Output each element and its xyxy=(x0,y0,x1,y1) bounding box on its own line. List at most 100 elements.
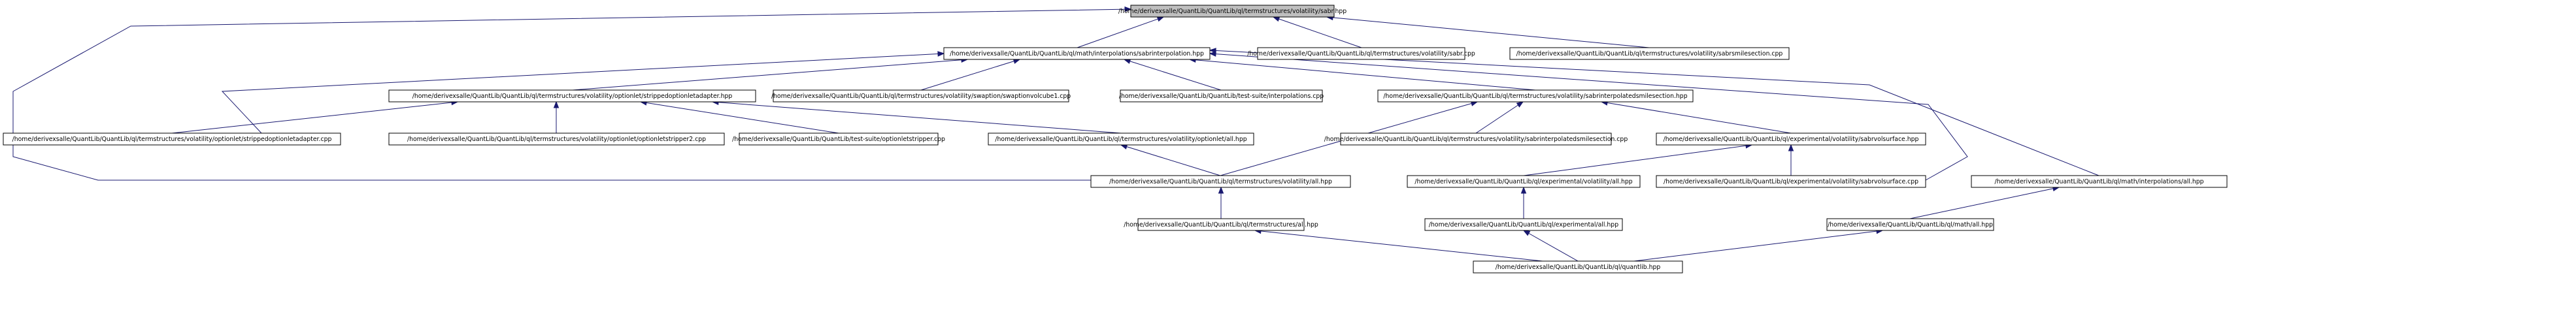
edge-n9-to-n4 xyxy=(553,101,560,133)
node-label: /home/derivexsalle/QuantLib/QuantLib/ql/… xyxy=(1324,136,1628,143)
edge-line xyxy=(1254,230,1543,262)
edge-n18-to-n14 xyxy=(1218,186,1224,219)
edge-n15-to-n13 xyxy=(1523,143,1753,176)
edge-line xyxy=(1523,230,1579,262)
node-label: /home/derivexsalle/QuantLib/QuantLib/ql/… xyxy=(1828,221,1993,228)
node-box[interactable] xyxy=(1130,5,1335,18)
arrowhead-icon xyxy=(1124,6,1132,12)
edge-n21-to-n19 xyxy=(1522,230,1579,262)
node-label: /home/derivexsalle/QuantLib/QuantLib/ql/… xyxy=(1496,264,1661,271)
node-box[interactable] xyxy=(1656,175,1926,188)
edge-n19-to-n15 xyxy=(1520,186,1527,219)
edge-n10-to-n4 xyxy=(639,100,839,134)
edge-line xyxy=(221,53,945,134)
node-box[interactable] xyxy=(388,133,725,146)
node-box[interactable] xyxy=(1424,218,1623,231)
node-label: /home/derivexsalle/QuantLib/QuantLib/ql/… xyxy=(771,93,1071,100)
edge-line xyxy=(920,59,1020,91)
edge-n13-to-n7 xyxy=(1600,100,1792,134)
node-box[interactable] xyxy=(739,133,939,146)
node-box[interactable] xyxy=(943,47,1211,60)
node-box[interactable] xyxy=(1377,89,1694,102)
arrowhead-icon xyxy=(1218,186,1224,194)
edge-line xyxy=(1273,16,1362,48)
node-ql-experimental-volatility-all-hpp[interactable]: /home/derivexsalle/QuantLib/QuantLib/ql/… xyxy=(1407,175,1641,188)
node-box[interactable] xyxy=(1826,218,1994,231)
node-ql-math-interpolations-all-hpp[interactable]: /home/derivexsalle/QuantLib/QuantLib/ql/… xyxy=(1971,175,2228,188)
node-label: /home/derivexsalle/QuantLib/QuantLib/ql/… xyxy=(1383,93,1687,100)
node-box[interactable] xyxy=(1137,218,1305,231)
edge-line xyxy=(12,8,1131,181)
arrowhead-icon xyxy=(1516,101,1524,108)
arrowhead-icon xyxy=(1209,48,1216,54)
node-box[interactable] xyxy=(1257,47,1465,60)
node-ql-termstructures-volatility-sabr-cpp[interactable]: /home/derivexsalle/QuantLib/QuantLib/ql/… xyxy=(1247,47,1475,60)
node-box[interactable] xyxy=(1340,133,1612,146)
arrowhead-icon xyxy=(553,101,560,108)
edge-n1-to-n0 xyxy=(1077,16,1165,48)
node-ql-experimental-all-hpp[interactable]: /home/derivexsalle/QuantLib/QuantLib/ql/… xyxy=(1424,218,1623,231)
edge-n6-to-n1 xyxy=(1123,58,1222,91)
edge-line xyxy=(1909,187,2060,219)
node-ql-termstructures-volatility-all-hpp[interactable]: /home/derivexsalle/QuantLib/QuantLib/ql/… xyxy=(1090,175,1351,188)
node-ql-termstructures-volatility-sabrsmilesection-cpp[interactable]: /home/derivexsalle/QuantLib/QuantLib/ql/… xyxy=(1509,47,1790,60)
node-ql-termstructures-volatility-sabrinterpolatedsmilesection-cpp[interactable]: /home/derivexsalle/QuantLib/QuantLib/ql/… xyxy=(1324,133,1628,146)
node-box[interactable] xyxy=(773,89,1069,102)
node-label: /home/derivexsalle/QuantLib/QuantLib/ql/… xyxy=(1664,136,1919,143)
edge-n21-to-n18 xyxy=(1254,228,1543,262)
node-ql-termstructures-volatility-swaption-swaptionvolcube1-cpp[interactable]: /home/derivexsalle/QuantLib/QuantLib/ql/… xyxy=(771,89,1071,102)
node-ql-math-all-hpp[interactable]: /home/derivexsalle/QuantLib/QuantLib/ql/… xyxy=(1826,218,1994,231)
arrowhead-icon xyxy=(937,51,945,57)
node-label: /home/derivexsalle/QuantLib/QuantLib/ql/… xyxy=(1247,50,1475,57)
edge-line xyxy=(572,59,968,91)
edge-line xyxy=(1475,101,1524,134)
node-box[interactable] xyxy=(1509,47,1790,60)
edge-n8-to-n1 xyxy=(221,51,945,134)
node-ql-termstructures-volatility-optionlet-strippedoptionletadapter-hpp[interactable]: /home/derivexsalle/QuantLib/QuantLib/ql/… xyxy=(388,89,756,102)
edge-n7-to-n1 xyxy=(1188,57,1536,91)
node-ql-experimental-volatility-sabrvolsurface-hpp[interactable]: /home/derivexsalle/QuantLib/QuantLib/ql/… xyxy=(1656,133,1926,146)
node-label: /home/derivexsalle/QuantLib/QuantLib/ql/… xyxy=(407,136,706,143)
node-ql-quantlib-hpp[interactable]: /home/derivexsalle/QuantLib/QuantLib/ql/… xyxy=(1473,260,1683,274)
node-ql-termstructures-volatility-optionlet-optionletstripper2-cpp[interactable]: /home/derivexsalle/QuantLib/QuantLib/ql/… xyxy=(388,133,725,146)
node-label: /home/derivexsalle/QuantLib/QuantLib/ql/… xyxy=(1109,178,1332,185)
node-box[interactable] xyxy=(388,89,756,102)
node-test-suite-interpolations-cpp[interactable]: /home/derivexsalle/QuantLib/QuantLib/tes… xyxy=(1119,89,1324,102)
edge-n3-to-n0 xyxy=(1326,14,1650,48)
edge-line xyxy=(1523,144,1752,176)
edge-n5-to-n1 xyxy=(920,58,1021,91)
node-ql-termstructures-all-hpp[interactable]: /home/derivexsalle/QuantLib/QuantLib/ql/… xyxy=(1124,218,1318,231)
node-test-suite-optionletstripper-cpp[interactable]: /home/derivexsalle/QuantLib/QuantLib/tes… xyxy=(732,133,945,146)
edge-line xyxy=(171,101,458,134)
arrowhead-icon xyxy=(1272,16,1280,22)
edge-line xyxy=(1601,101,1792,134)
node-ql-experimental-volatility-sabrvolsurface-cpp[interactable]: /home/derivexsalle/QuantLib/QuantLib/ql/… xyxy=(1656,175,1926,188)
node-box[interactable] xyxy=(1090,175,1351,188)
node-box[interactable] xyxy=(1971,175,2228,188)
node-box[interactable] xyxy=(1120,89,1323,102)
node-label: /home/derivexsalle/QuantLib/QuantLib/tes… xyxy=(1119,93,1324,100)
node-ql-termstructures-volatility-optionlet-strippedoptionletadapter-cpp[interactable]: /home/derivexsalle/QuantLib/QuantLib/ql/… xyxy=(3,133,341,146)
node-ql-termstructures-volatility-sabr-hpp[interactable]: /home/derivexsalle/QuantLib/QuantLib/ql/… xyxy=(1118,5,1347,18)
edge-line xyxy=(1209,53,1968,181)
arrowhead-icon xyxy=(1788,144,1794,151)
edge-n21-to-n20 xyxy=(1633,228,1884,262)
edge-n16-to-n13 xyxy=(1788,144,1794,176)
edge-n12-to-n7 xyxy=(1475,101,1524,134)
node-box[interactable] xyxy=(988,133,1254,146)
node-label: /home/derivexsalle/QuantLib/QuantLib/ql/… xyxy=(950,50,1204,57)
node-box[interactable] xyxy=(1407,175,1641,188)
node-label: /home/derivexsalle/QuantLib/QuantLib/ql/… xyxy=(12,136,332,143)
edge-line xyxy=(1209,50,2099,176)
node-box[interactable] xyxy=(1656,133,1926,146)
node-ql-termstructures-volatility-sabrinterpolatedsmilesection-hpp[interactable]: /home/derivexsalle/QuantLib/QuantLib/ql/… xyxy=(1377,89,1694,102)
node-label: /home/derivexsalle/QuantLib/QuantLib/ql/… xyxy=(995,136,1246,143)
arrowhead-icon xyxy=(1522,230,1531,236)
edge-n17-to-n1 xyxy=(1209,48,2099,176)
edge-n20-to-n17 xyxy=(1909,185,2060,219)
node-ql-math-interpolations-sabrinterpolation-hpp[interactable]: /home/derivexsalle/QuantLib/QuantLib/ql/… xyxy=(943,47,1211,60)
node-label: /home/derivexsalle/QuantLib/QuantLib/tes… xyxy=(732,136,945,143)
node-ql-termstructures-volatility-optionlet-all-hpp[interactable]: /home/derivexsalle/QuantLib/QuantLib/ql/… xyxy=(988,133,1254,146)
node-box[interactable] xyxy=(1473,260,1683,274)
node-box[interactable] xyxy=(3,133,341,146)
